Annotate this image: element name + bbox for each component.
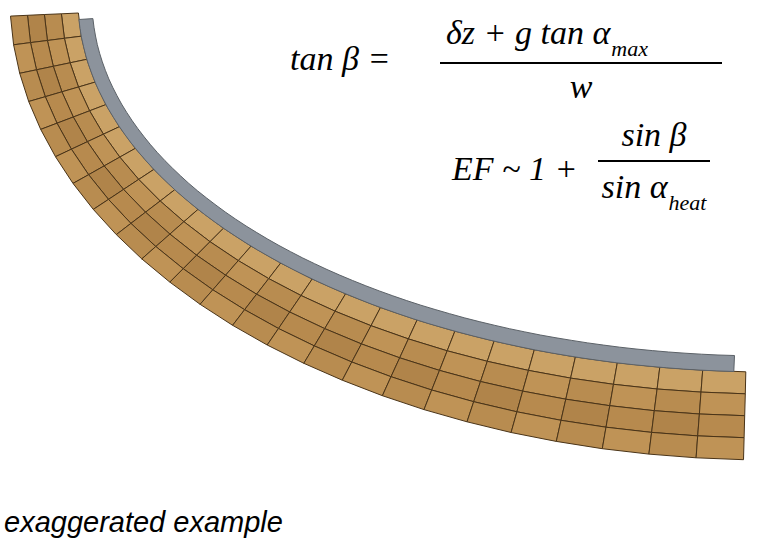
tile-face [511,412,561,442]
tile-face [467,402,517,433]
tile-face [698,414,745,438]
formula-text: tan β = [290,42,390,76]
formula-text: sin β [621,118,686,152]
formula-subscript: max [611,38,648,60]
tile-face [11,15,31,45]
fraction-bar [598,160,710,162]
formula-subscript: heat [669,192,707,214]
tile-top [657,367,703,392]
formula-text: w [570,70,593,104]
tile-face [654,389,701,414]
formula-text: EF ~ 1 + [452,152,577,186]
tile-face [696,436,744,460]
formula-text: sin α [602,170,668,204]
tile-top [701,370,746,394]
grey-strip [79,19,735,372]
tile-face [20,70,46,102]
tile-face [14,43,37,74]
formula-text: δz + g tan α [446,16,610,50]
caption-text: exaggerated example [4,508,283,537]
tile-face [556,420,606,448]
tile-face [652,411,700,436]
tile-face [382,377,431,410]
tile-face [699,392,745,416]
tile-face [649,432,698,457]
tile-face [602,427,651,454]
tile-face [342,362,391,396]
fraction-bar [440,62,722,64]
tile-face [424,390,474,422]
